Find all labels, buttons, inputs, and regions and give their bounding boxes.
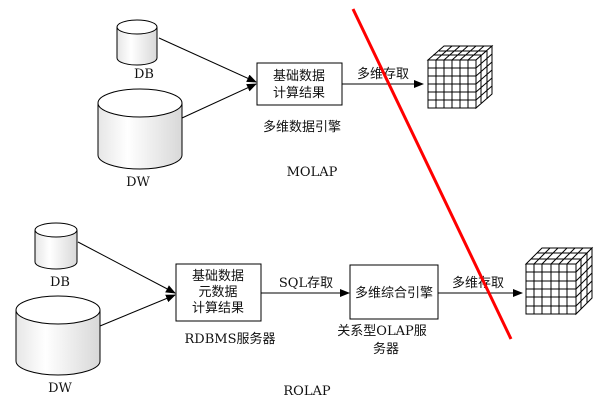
rolap-db-cylinder <box>34 222 78 270</box>
rolap-box-line1: 基础数据 <box>192 269 244 284</box>
rolap-section: DB DW 基础数据 元数据 计算结果 RDBMS服务器 SQL存取 多维综合引… <box>15 222 594 399</box>
red-strike-line <box>351 8 513 340</box>
rolap-dw-label: DW <box>48 381 72 396</box>
molap-engine-label: 多维数据引擎 <box>263 119 341 135</box>
rolap-server-label: RDBMS服务器 <box>185 331 276 347</box>
rolap-caption: ROLAP <box>283 384 330 399</box>
molap-box-line1: 基础数据 <box>273 69 325 84</box>
rolap-engine-label: 多维综合引擎 <box>355 285 433 301</box>
molap-cube-icon <box>426 44 494 110</box>
molap-dw-arrow <box>181 83 257 119</box>
rolap-olap-line2: 务器 <box>373 341 399 357</box>
rolap-db-label: DB <box>50 275 70 290</box>
rolap-box-line3: 计算结果 <box>192 301 244 316</box>
rolap-data-box <box>175 263 262 322</box>
rolap-access-label: 多维存取 <box>452 275 504 291</box>
molap-box-line2: 计算结果 <box>273 86 325 101</box>
rolap-box-line2: 元数据 <box>198 285 237 300</box>
molap-section: DB DW 基础数据 计算结果 多维数据引擎 多维存取 <box>97 19 494 190</box>
rolap-sql-label: SQL存取 <box>279 276 333 291</box>
molap-data-box <box>256 62 343 106</box>
molap-db-arrow <box>158 37 257 83</box>
molap-db-cylinder <box>116 19 158 66</box>
molap-dw-cylinder <box>97 88 183 170</box>
molap-caption: MOLAP <box>287 165 338 180</box>
rolap-dw-arrow <box>99 294 176 327</box>
rolap-cube-icon <box>524 246 594 316</box>
rolap-db-arrow <box>77 241 176 294</box>
molap-dw-label: DW <box>126 175 150 190</box>
rolap-engine-box <box>349 264 439 320</box>
rolap-olap-line1: 关系型OLAP服 <box>337 324 426 339</box>
molap-db-label: DB <box>134 67 154 82</box>
rolap-dw-cylinder <box>15 295 101 376</box>
